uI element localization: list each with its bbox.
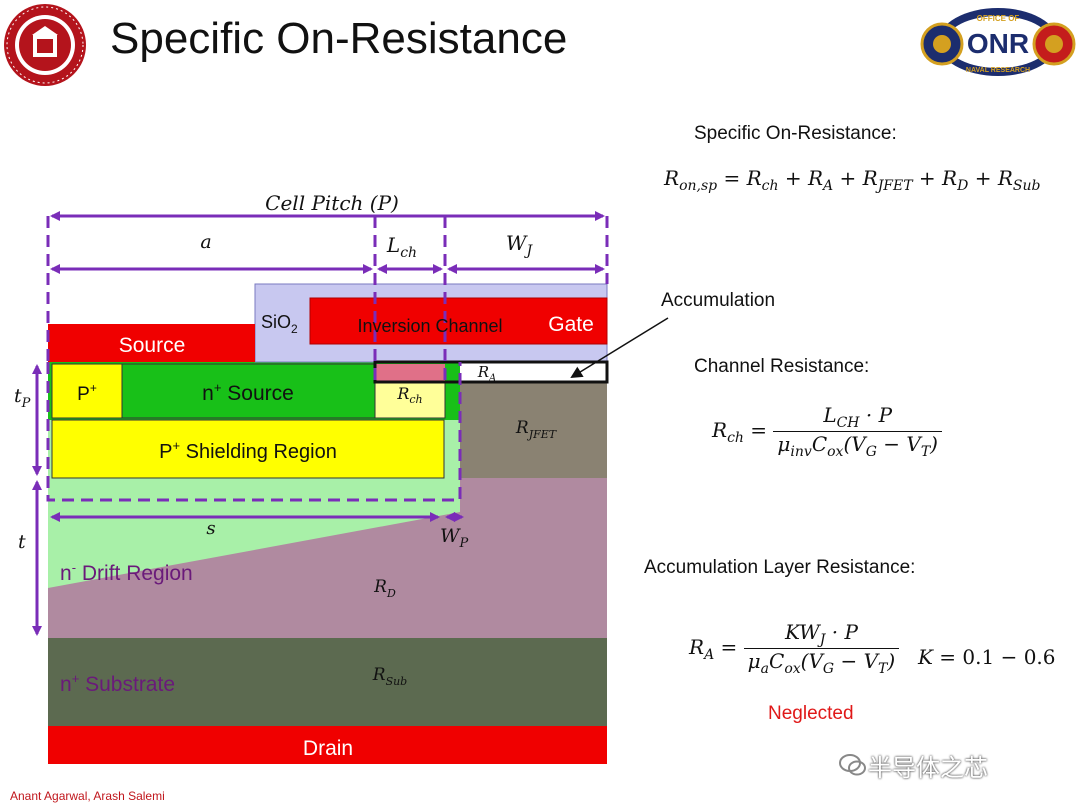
cell-pitch-label: Cell Pitch (P) bbox=[265, 191, 399, 215]
page-title: Specific On-Resistance bbox=[110, 14, 568, 63]
s-label: s bbox=[206, 518, 215, 539]
inversion-channel-label: Inversion Channel bbox=[357, 316, 502, 336]
r-jfet-label: RJFET bbox=[515, 418, 558, 441]
drain-contact bbox=[48, 726, 607, 764]
source-metal bbox=[48, 324, 255, 362]
wj-label: WJ bbox=[506, 231, 534, 259]
wechat-icon bbox=[839, 754, 866, 776]
shielding-region bbox=[51, 419, 445, 479]
accumulation-pointer bbox=[570, 317, 669, 379]
osu-seal-logo bbox=[4, 4, 86, 86]
tp-label: tP bbox=[14, 385, 31, 411]
onr-logo-top-text: OFFICE OF bbox=[977, 14, 1020, 23]
r-sub-label: RSub bbox=[372, 665, 407, 688]
gate-electrode bbox=[309, 297, 608, 345]
n-plus-source-region bbox=[121, 363, 376, 419]
neglected-note: Neglected bbox=[768, 703, 854, 724]
drift-label: n- Drift Region bbox=[60, 560, 193, 585]
specific-on-resistance-label: Specific On-Resistance: bbox=[694, 123, 897, 144]
p-plus-label: P+ bbox=[77, 381, 97, 405]
lch-label: Lch bbox=[386, 233, 417, 261]
inversion-channel-region bbox=[375, 364, 445, 382]
onr-logo-bottom-text: NAVAL RESEARCH bbox=[966, 67, 1030, 74]
substrate-label: n+ Substrate bbox=[60, 671, 175, 696]
jfet-region bbox=[460, 382, 607, 478]
watermark-text: 半导体之芯 bbox=[868, 755, 988, 782]
accumulation-layer-resistance-label: Accumulation Layer Resistance: bbox=[644, 557, 916, 578]
author-credit: Anant Agarwal, Arash Salemi bbox=[10, 789, 165, 803]
n-source-label: n+ Source bbox=[202, 380, 294, 405]
source-metal-label: Source bbox=[119, 334, 186, 357]
a-label: a bbox=[200, 231, 211, 253]
r-ch-label: Rch bbox=[396, 384, 422, 406]
shielding-label: P+ Shielding Region bbox=[159, 438, 337, 463]
channel-resistance-label: Channel Resistance: bbox=[694, 356, 870, 377]
k-equation: K = 0.1 − 0.6 bbox=[918, 645, 1056, 669]
depletion-wedge bbox=[48, 478, 460, 588]
sio2-label: SiO2 bbox=[261, 312, 298, 336]
drain-label: Drain bbox=[303, 737, 353, 760]
t-label: t bbox=[18, 531, 26, 553]
gate-label: Gate bbox=[548, 313, 594, 336]
p-plus-region bbox=[51, 363, 123, 419]
ron-equation: Ron,sp = Rch + RA + RJFET + RD + RSub bbox=[664, 166, 1041, 194]
r-d-label: RD bbox=[373, 577, 396, 600]
wp-label: WP bbox=[440, 525, 469, 551]
r-a-label: RA bbox=[477, 363, 497, 384]
onr-logo-word: ONR bbox=[967, 28, 1029, 59]
p-well-dashed-outline bbox=[46, 362, 462, 502]
substrate-region bbox=[48, 638, 607, 726]
accumulation-label: Accumulation bbox=[661, 290, 775, 311]
onr-logo: ONR OFFICE OF NAVAL RESEARCH bbox=[920, 8, 1076, 76]
